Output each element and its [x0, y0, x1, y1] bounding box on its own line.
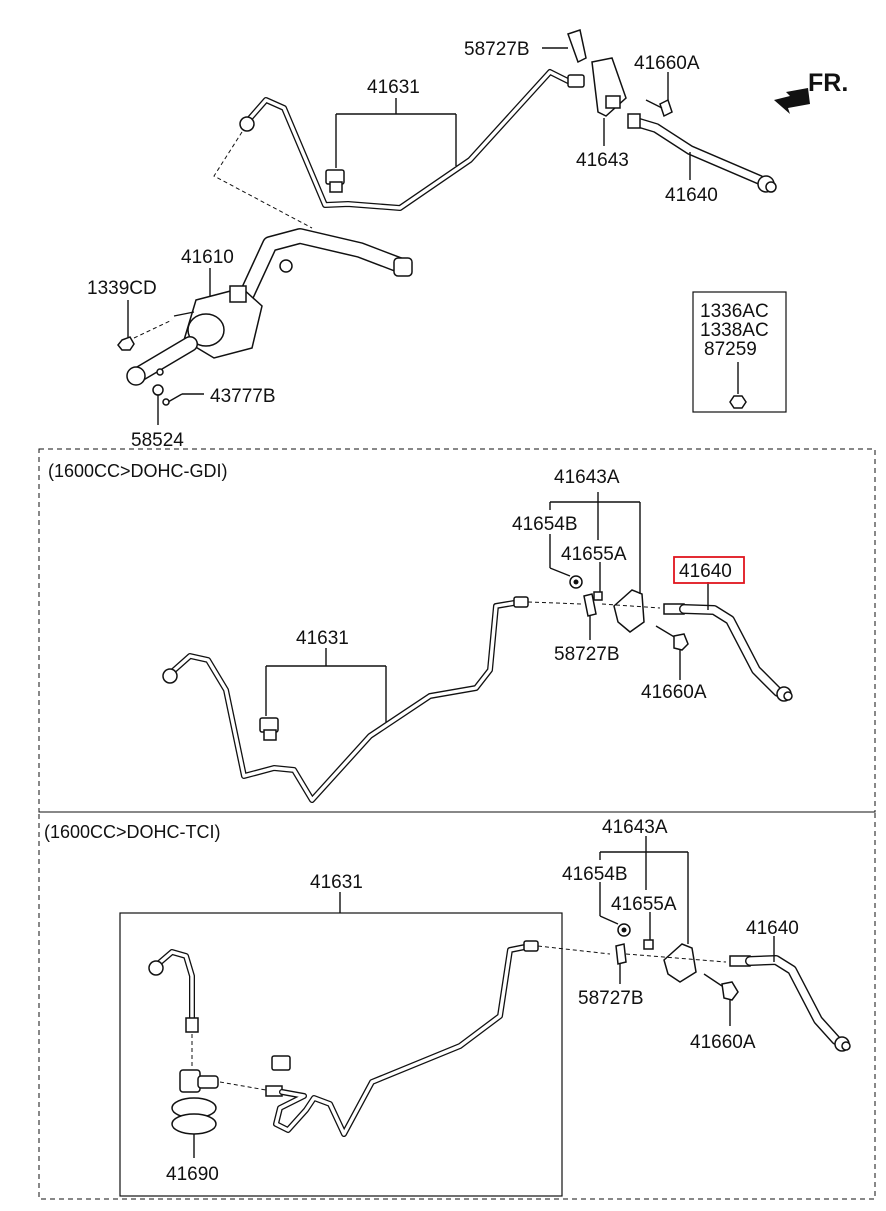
push-rod-clevis [126, 366, 146, 386]
label-41655a: 41655A [561, 544, 627, 565]
slave-port [179, 1069, 201, 1093]
clip-58727b [615, 943, 627, 965]
tube-end-fitting [148, 960, 164, 976]
tube-clip [271, 1055, 291, 1071]
pin-and-bushing [152, 384, 183, 425]
tube-assembly-box-41631 [119, 912, 563, 1197]
bushing-icon [152, 384, 164, 396]
hose-end-nut [841, 1041, 851, 1051]
label-41643a: 41643A [602, 817, 668, 838]
top-leader-lines [127, 47, 691, 395]
bolt-41660a [673, 633, 689, 651]
inset-line-1338ac: 1338AC [700, 320, 769, 341]
gdi-bracket [569, 575, 689, 651]
label-43777b: 43777B [210, 386, 276, 407]
tci-clutch-tube [148, 940, 539, 1158]
label-41660a: 41660A [634, 53, 700, 74]
label-1339cd: 1339CD [87, 278, 157, 299]
cylinder-valve [229, 285, 247, 303]
tci-bracket [615, 923, 739, 1001]
clutch-hose-top [627, 113, 777, 193]
tci-leader-lines [339, 836, 775, 1026]
tube-nut [567, 74, 585, 88]
inset-line-87259: 87259 [704, 339, 757, 360]
nut-icon [729, 395, 747, 409]
label-41655a: 41655A [611, 894, 677, 915]
label-41631: 41631 [296, 628, 349, 649]
highlight-box-41640 [673, 556, 745, 584]
clevis-pin [156, 368, 164, 376]
label-41643a: 41643A [554, 467, 620, 488]
hose-end-nut [765, 181, 777, 193]
front-direction-indicator: FR. [774, 69, 848, 114]
label-41610: 41610 [181, 247, 234, 268]
gdi-clutch-tube [162, 596, 529, 803]
gdi-section-title: (1600CC>DOHC-GDI) [48, 461, 228, 481]
retaining-clip [567, 29, 587, 64]
front-arrow-icon [774, 88, 810, 114]
tube-end-fitting [239, 116, 255, 132]
tci-section-frame [38, 811, 876, 1200]
label-58727b: 58727B [578, 988, 644, 1009]
gdi-section: (1600CC>DOHC-GDI) [38, 448, 876, 813]
tube-joint [185, 1017, 199, 1033]
mount-boss [279, 259, 293, 273]
label-41631: 41631 [310, 872, 363, 893]
tci-section: (1600CC>DOHC-TCI) [38, 811, 876, 1200]
tube-end-fitting [162, 668, 178, 684]
slave-side-port [197, 1075, 219, 1089]
label-41660a: 41660A [641, 682, 707, 703]
reservoir-port [393, 257, 413, 277]
label-41640-highlighted[interactable]: 41640 [679, 561, 732, 582]
inset-line-1336ac: 1336AC [700, 301, 769, 322]
nut-1339cd [117, 319, 173, 351]
gdi-clutch-hose [663, 603, 793, 702]
tube-nut [523, 940, 539, 952]
label-41640: 41640 [665, 185, 718, 206]
front-label: FR. [808, 69, 848, 97]
hose-end-nut [783, 691, 793, 701]
spacer-41655a [643, 939, 654, 950]
label-41643: 41643 [576, 150, 629, 171]
tube-nut [513, 596, 529, 608]
label-41640: 41640 [746, 918, 799, 939]
pin-icon [162, 398, 170, 406]
hose-fitting [627, 113, 641, 129]
label-41654b: 41654B [512, 514, 578, 535]
hex-nut-icon [117, 336, 135, 351]
bolt-head [659, 98, 673, 118]
clutch-master-cylinder [126, 228, 413, 386]
concentric-slave-cylinder-41690 [171, 1069, 219, 1158]
bracket-41643a [613, 589, 645, 633]
label-41660a: 41660A [690, 1032, 756, 1053]
label-58727b: 58727B [464, 39, 530, 60]
tci-section-title: (1600CC>DOHC-TCI) [44, 822, 221, 842]
tci-clutch-hose [729, 955, 851, 1052]
fastener-inset-box: 1336AC 1338AC 87259 [692, 291, 787, 413]
bracket-41643 [567, 29, 673, 118]
gdi-leader-lines [265, 492, 709, 722]
label-41654b: 41654B [562, 864, 628, 885]
clutch-tube-top [239, 69, 585, 211]
bracket-41643a [663, 943, 697, 983]
clip-58727b [583, 593, 597, 617]
bracket-slot [605, 95, 621, 109]
label-41631: 41631 [367, 77, 420, 98]
label-58524: 58524 [131, 430, 184, 451]
tube-clip-base [263, 729, 277, 741]
slave-ring [171, 1113, 217, 1135]
label-58727b: 58727B [554, 644, 620, 665]
bolt-41660a [721, 981, 739, 1001]
tube-clip-base [329, 181, 343, 193]
top-section: FR. [87, 29, 848, 451]
label-41690: 41690 [166, 1164, 219, 1185]
spacer-41655a [593, 591, 603, 601]
cylinder-bore [187, 313, 225, 347]
gdi-section-frame [38, 448, 876, 813]
